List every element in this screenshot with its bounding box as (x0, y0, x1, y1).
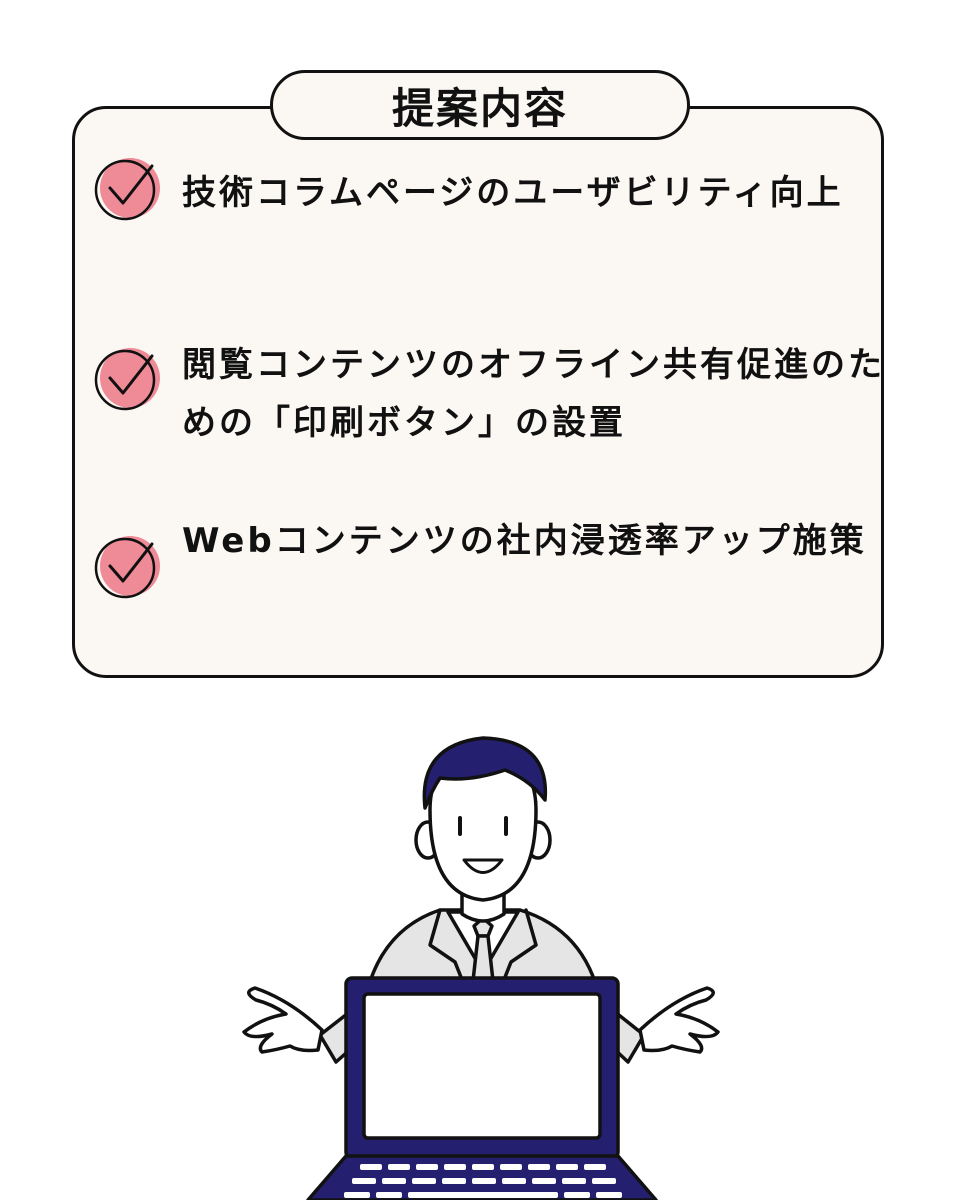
check-circle-icon (94, 536, 160, 599)
page-title: 提案内容 (391, 83, 568, 133)
check-circle-icon (94, 348, 160, 411)
proposal-card (72, 106, 884, 678)
list-item-text: 閲覧コンテンツのオフライン共有促進のための「印刷ボタン」の設置 (182, 345, 885, 443)
businessman-with-laptop-illustration (242, 736, 720, 1200)
title-pill: 提案内容 (270, 70, 690, 140)
list-item-text: Webコンテンツの社内浸透率アップ施策 (182, 521, 867, 561)
list-item-text: 技術コラムページのユーザビリティ向上 (182, 173, 844, 213)
check-circle-icon (94, 158, 160, 221)
